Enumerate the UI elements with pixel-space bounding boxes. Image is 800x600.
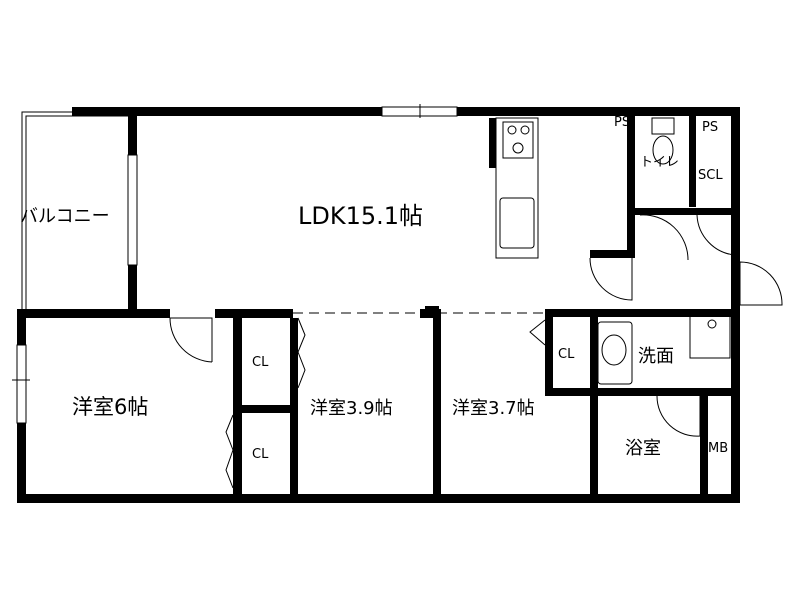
sliding-door-track (293, 306, 545, 318)
closet-doors (225, 317, 546, 489)
room-label-western-3-7: 洋室3.7帖 (452, 398, 535, 419)
kitchen-counter (495, 117, 539, 259)
scl-label: SCL (698, 168, 723, 183)
room-label-western-6: 洋室6帖 (72, 395, 148, 419)
room-label-toilet: トイレ (640, 155, 679, 170)
doors (169, 214, 783, 437)
mb-label: MB (708, 441, 728, 456)
closet-label-2: CL (252, 447, 269, 462)
windows (12, 104, 458, 424)
toilet-fixture (651, 117, 675, 165)
wash-basin (597, 315, 731, 385)
ps-label-1: PS (614, 115, 630, 130)
room-label-ldk: LDK15.1帖 (298, 202, 423, 230)
interior-walls (17, 107, 740, 503)
room-label-balcony: バルコニー (20, 206, 110, 227)
closet-label-3: CL (558, 347, 575, 362)
ps-label-2: PS (702, 120, 718, 135)
closet-label-1: CL (252, 355, 269, 370)
room-label-western-3-9: 洋室3.9帖 (310, 398, 393, 419)
room-label-bathroom: 浴室 (625, 438, 661, 459)
room-label-washroom: 洗面 (638, 346, 674, 367)
